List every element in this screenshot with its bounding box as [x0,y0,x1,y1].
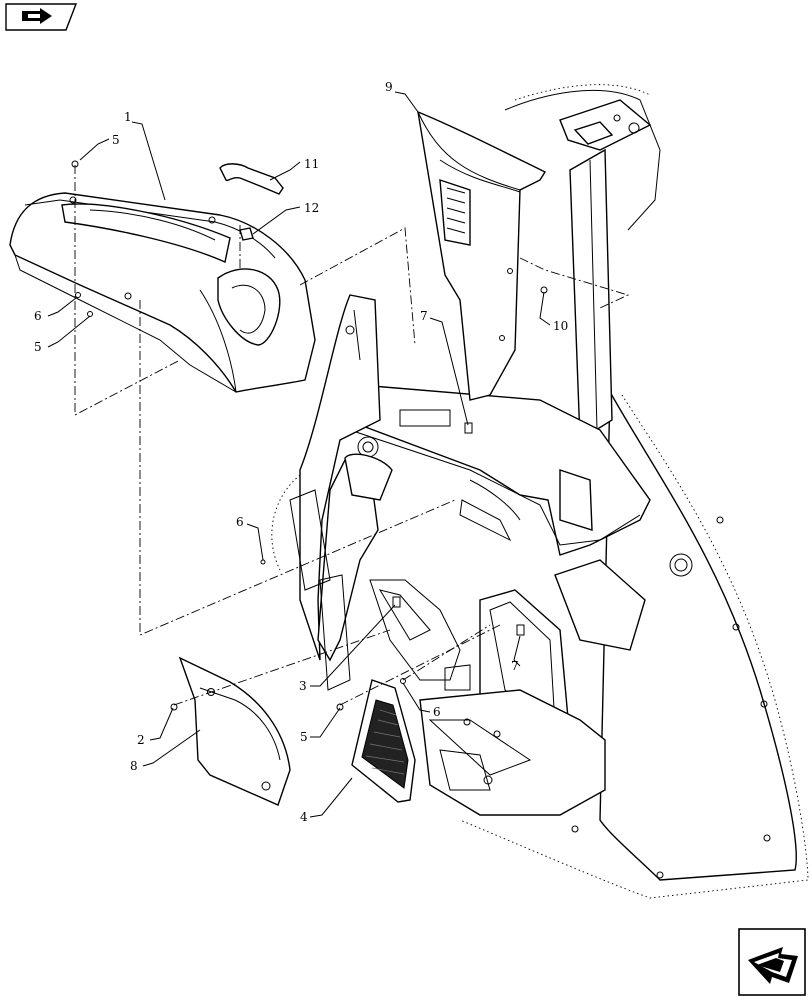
callout-11: 11 [304,157,319,171]
callout-4: 4 [300,810,308,824]
part-9-pillar-cover [417,110,547,401]
callout-5: 5 [300,730,308,744]
callout-3: 3 [299,679,307,693]
callout-10: 10 [553,319,568,333]
book-arrow-icon[interactable] [5,3,78,31]
callout-5: 5 [112,133,120,147]
part-4-vent-grille [351,679,416,803]
callout-6: 6 [433,705,441,719]
part-1-console-housing [9,192,316,393]
callout-1: 1 [124,110,132,124]
callout-6: 6 [236,515,244,529]
part-11-handle [219,163,284,195]
leader-lines [47,91,551,818]
callout-8: 8 [130,759,138,773]
callout-5: 5 [34,340,42,354]
next-page-arrow-icon[interactable] [738,928,806,996]
callouts: 1 5 11 12 9 6 5 10 7 6 3 2 8 5 4 6 7 [34,80,568,824]
part-8-cover-panel [178,656,291,806]
callout-2: 2 [137,733,145,747]
alignment-lines [74,165,630,706]
part-12-clip [239,227,254,241]
cab-frame [271,84,809,899]
callout-12: 12 [304,201,319,215]
callout-7: 7 [511,659,519,673]
callout-9: 9 [385,80,393,94]
callout-7: 7 [420,309,428,323]
callout-6: 6 [34,309,42,323]
